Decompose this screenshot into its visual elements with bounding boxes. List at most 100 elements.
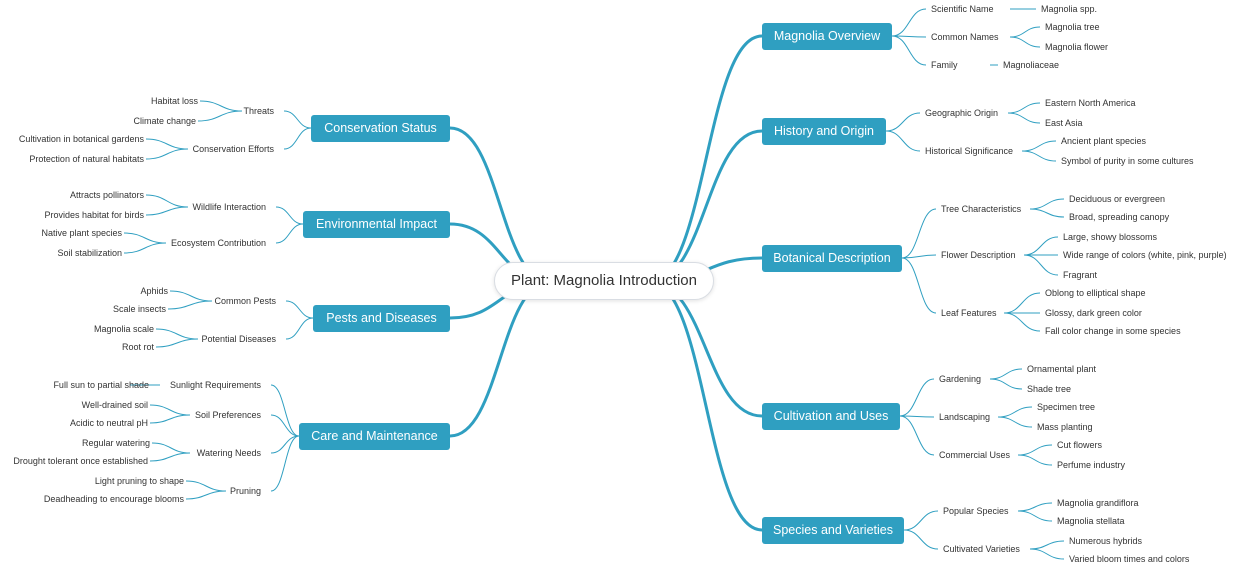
node-historical-significance[interactable]: Historical Significance <box>925 146 1014 156</box>
node-scientific-name[interactable]: Scientific Name <box>931 4 994 14</box>
node-watering-needs[interactable]: Watering Needs <box>196 448 261 458</box>
leaf-link-l2-1-0 <box>155 328 199 340</box>
leaf-deciduous-evergreen[interactable]: Deciduous or evergreen <box>1069 194 1166 204</box>
leaf-well-drained-soil[interactable]: Well-drained soil <box>81 400 148 410</box>
leaf-link-l2-1-1 <box>155 338 199 348</box>
node-tree-characteristics[interactable]: Tree Characteristics <box>941 204 1022 214</box>
node-cultivated-varieties[interactable]: Cultivated Varieties <box>943 544 1020 554</box>
node-pruning[interactable]: Pruning <box>229 486 261 496</box>
leaf-root-rot[interactable]: Root rot <box>121 342 154 352</box>
leaf-regular-watering[interactable]: Regular watering <box>81 438 150 448</box>
leaf-drought-tolerant[interactable]: Drought tolerant once established <box>13 456 148 466</box>
node-leaf-features[interactable]: Leaf Features <box>941 308 997 318</box>
leaf-climate-change[interactable]: Climate change <box>133 116 196 126</box>
leaf-magnolia-spp[interactable]: Magnolia spp. <box>1041 4 1098 14</box>
leaf-scale-insects[interactable]: Scale insects <box>112 304 166 314</box>
leaf-mass-planting[interactable]: Mass planting <box>1037 422 1093 432</box>
leaf-attracts-pollinators[interactable]: Attracts pollinators <box>69 190 144 200</box>
leaf-link-l3-2-0 <box>151 442 191 454</box>
leaf-east-asia[interactable]: East Asia <box>1045 118 1083 128</box>
leaf-protection-habitats[interactable]: Protection of natural habitats <box>29 154 144 164</box>
node-common-names[interactable]: Common Names <box>931 32 999 42</box>
node-landscaping[interactable]: Landscaping <box>939 412 991 422</box>
node-gardening[interactable]: Gardening <box>939 374 982 384</box>
branch-magnolia-overview[interactable]: Magnolia Overview <box>762 23 892 50</box>
node-conservation-efforts[interactable]: Conservation Efforts <box>192 144 274 154</box>
leaf-magnolia-grandiflora[interactable]: Magnolia grandiflora <box>1057 498 1139 508</box>
leaf-habitat-for-birds[interactable]: Provides habitat for birds <box>44 210 144 220</box>
leaf-link-l2-0-1 <box>167 300 213 310</box>
leaf-ornamental-plant[interactable]: Ornamental plant <box>1027 364 1097 374</box>
leaf-deadheading[interactable]: Deadheading to encourage blooms <box>43 494 184 504</box>
node-flower-description[interactable]: Flower Description <box>941 250 1016 260</box>
root-link-right-4 <box>649 280 763 532</box>
node-popular-species[interactable]: Popular Species <box>943 506 1009 516</box>
leaf-habitat-loss[interactable]: Habitat loss <box>150 96 198 106</box>
leaf-light-pruning[interactable]: Light pruning to shape <box>94 476 184 486</box>
leaf-eastern-north-america[interactable]: Eastern North America <box>1045 98 1136 108</box>
leaf-symbol-of-purity[interactable]: Symbol of purity in some cultures <box>1061 156 1194 166</box>
node-soil-preferences[interactable]: Soil Preferences <box>194 410 261 420</box>
leaf-magnolia-tree[interactable]: Magnolia tree <box>1045 22 1100 32</box>
root-link-right-0 <box>649 34 763 284</box>
leaf-link-r2-2-2 <box>1003 312 1041 332</box>
node-potential-diseases[interactable]: Potential Diseases <box>201 334 276 344</box>
leaf-broad-canopy[interactable]: Broad, spreading canopy <box>1069 212 1170 222</box>
leaf-link-l3-3-1 <box>185 490 227 500</box>
branch-pests-diseases[interactable]: Pests and Diseases <box>313 305 450 332</box>
leaf-ancient-plant-species[interactable]: Ancient plant species <box>1061 136 1147 146</box>
branch-botanical-description[interactable]: Botanical Description <box>762 245 902 272</box>
branch-care-maintenance[interactable]: Care and Maintenance <box>299 423 450 450</box>
leaf-link-l1-0-0 <box>145 194 189 208</box>
leaf-acidic-neutral-ph[interactable]: Acidic to neutral pH <box>69 418 148 428</box>
branch-history-origin[interactable]: History and Origin <box>762 118 886 145</box>
leaf-link-r2-1-0 <box>1023 236 1059 256</box>
branch-conservation-status[interactable]: Conservation Status <box>311 115 450 142</box>
leaf-large-blossoms[interactable]: Large, showy blossoms <box>1063 232 1158 242</box>
leaf-magnolia-flower[interactable]: Magnolia flower <box>1045 42 1109 52</box>
branch-species-varieties[interactable]: Species and Varieties <box>762 517 904 544</box>
leaf-cut-flowers[interactable]: Cut flowers <box>1057 440 1103 450</box>
branch-environmental-impact[interactable]: Environmental Impact <box>303 211 450 238</box>
leaf-numerous-hybrids[interactable]: Numerous hybrids <box>1069 536 1143 546</box>
node-commercial-uses[interactable]: Commercial Uses <box>939 450 1011 460</box>
leaf-magnolia-scale[interactable]: Magnolia scale <box>93 324 154 334</box>
leaf-magnoliaceae[interactable]: Magnoliaceae <box>1003 60 1060 70</box>
node-geographic-origin[interactable]: Geographic Origin <box>925 108 999 118</box>
branch-link-r2-0 <box>901 208 937 259</box>
leaf-link-r4-1-1 <box>1029 548 1065 560</box>
leaf-shade-tree[interactable]: Shade tree <box>1027 384 1072 394</box>
leaf-varied-bloom-times[interactable]: Varied bloom times and colors <box>1069 554 1190 564</box>
leaf-glossy-green[interactable]: Glossy, dark green color <box>1045 308 1142 318</box>
leaf-link-l3-3-0 <box>185 480 227 492</box>
leaf-link-r0-1-1 <box>1009 36 1041 48</box>
node-family[interactable]: Family <box>931 60 958 70</box>
branch-link-r3-0 <box>899 378 935 417</box>
leaf-botanical-gardens[interactable]: Cultivation in botanical gardens <box>18 134 144 144</box>
node-wildlife-interaction[interactable]: Wildlife Interaction <box>192 202 266 212</box>
branch-cultivation-uses[interactable]: Cultivation and Uses <box>762 403 900 430</box>
branch-link-l1-0 <box>275 206 304 225</box>
root-node[interactable]: Plant: Magnolia Introduction <box>494 262 714 300</box>
leaf-specimen-tree[interactable]: Specimen tree <box>1037 402 1096 412</box>
node-ecosystem-contribution[interactable]: Ecosystem Contribution <box>170 238 266 248</box>
leaf-fragrant[interactable]: Fragrant <box>1063 270 1098 280</box>
leaf-full-sun[interactable]: Full sun to partial shade <box>53 380 149 390</box>
leaf-link-l0-1-1 <box>145 148 189 160</box>
leaf-link-r4-0-0 <box>1017 502 1053 512</box>
node-common-pests[interactable]: Common Pests <box>214 296 276 306</box>
leaf-aphids[interactable]: Aphids <box>140 286 168 296</box>
leaf-link-r4-0-1 <box>1017 510 1053 522</box>
leaf-magnolia-stellata[interactable]: Magnolia stellata <box>1057 516 1125 526</box>
leaf-native-plant-species[interactable]: Native plant species <box>41 228 122 238</box>
leaf-link-l0-0-1 <box>197 110 243 122</box>
leaf-range-of-colors[interactable]: Wide range of colors (white, pink, purpl… <box>1063 250 1227 260</box>
leaf-oblong-shape[interactable]: Oblong to elliptical shape <box>1045 288 1146 298</box>
node-threats[interactable]: Threats <box>243 106 274 116</box>
leaf-fall-color[interactable]: Fall color change in some species <box>1045 326 1181 336</box>
node-sunlight-requirements[interactable]: Sunlight Requirements <box>169 380 261 390</box>
leaf-perfume-industry[interactable]: Perfume industry <box>1057 460 1126 470</box>
leaf-link-r2-0-0 <box>1029 198 1065 210</box>
leaf-soil-stabilization[interactable]: Soil stabilization <box>57 248 122 258</box>
leaf-link-r0-1-0 <box>1009 26 1041 38</box>
